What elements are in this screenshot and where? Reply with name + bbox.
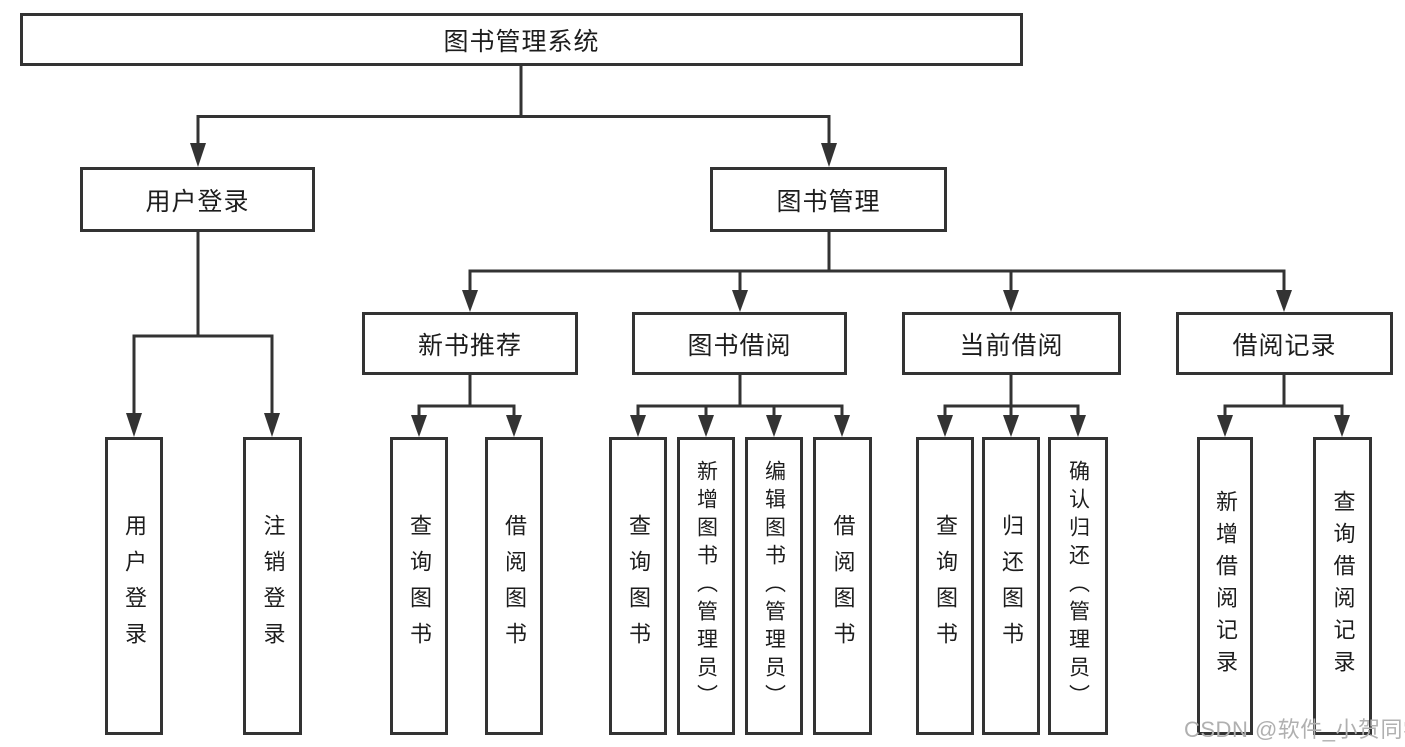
leaf-borrow-books-2-label: 借阅图书 xyxy=(830,514,856,658)
arrowhead xyxy=(1003,290,1019,312)
arrowhead xyxy=(698,415,714,437)
node-book-borrowing-label: 图书借阅 xyxy=(687,331,792,360)
arrowhead xyxy=(1217,415,1233,437)
node-new-book-recommendation-label: 新书推荐 xyxy=(417,331,522,360)
arrowhead xyxy=(506,415,522,437)
leaf-borrow-books-1: 借阅图书 xyxy=(485,437,543,735)
leaf-borrow-books-1-label: 借阅图书 xyxy=(502,514,527,658)
arrowhead xyxy=(834,415,850,437)
leaf-user-login: 用户登录 xyxy=(105,437,163,735)
leaf-query-borrow-record: 查询借阅记录 xyxy=(1313,437,1372,735)
leaf-query-books-3-label: 查询图书 xyxy=(933,514,958,658)
node-book-borrowing: 图书借阅 xyxy=(632,312,847,375)
arrowhead xyxy=(1276,290,1292,312)
leaf-query-books-1-label: 查询图书 xyxy=(407,514,432,658)
leaf-edit-book-admin-label: 编辑图书（管理员） xyxy=(762,460,786,712)
leaf-query-books-2: 查询图书 xyxy=(609,437,667,735)
leaf-confirm-return-admin-label: 确认归还（管理员） xyxy=(1066,460,1090,712)
node-book-management: 图书管理 xyxy=(710,167,947,232)
leaf-confirm-return-admin: 确认归还（管理员） xyxy=(1048,437,1108,735)
leaf-add-book-admin-label: 新增图书（管理员） xyxy=(694,460,718,712)
leaf-return-book: 归还图书 xyxy=(982,437,1040,735)
node-borrowing-records-label: 借阅记录 xyxy=(1232,331,1337,360)
arrowhead xyxy=(462,290,478,312)
leaf-query-books-2-label: 查询图书 xyxy=(626,514,651,658)
arrowhead xyxy=(766,415,782,437)
leaf-edit-book-admin: 编辑图书（管理员） xyxy=(745,437,803,735)
node-user-login: 用户登录 xyxy=(80,167,315,232)
leaf-add-borrow-record-label: 新增借阅记录 xyxy=(1213,490,1238,682)
node-current-borrowing: 当前借阅 xyxy=(902,312,1121,375)
leaf-logout-label: 注销登录 xyxy=(260,514,286,658)
leaf-query-borrow-record-label: 查询借阅记录 xyxy=(1330,490,1356,682)
watermark: CSDN @软件_小贺同学 xyxy=(1184,717,1405,742)
leaf-add-borrow-record: 新增借阅记录 xyxy=(1197,437,1253,735)
leaf-logout: 注销登录 xyxy=(243,437,302,735)
node-root-label: 图书管理系统 xyxy=(443,27,600,56)
node-current-borrowing-label: 当前借阅 xyxy=(959,331,1064,360)
leaf-return-book-label: 归还图书 xyxy=(999,514,1024,658)
arrowhead xyxy=(126,413,142,437)
leaf-add-book-admin: 新增图书（管理员） xyxy=(677,437,735,735)
leaf-borrow-books-2: 借阅图书 xyxy=(813,437,872,735)
arrowhead xyxy=(630,415,646,437)
leaf-query-books-1: 查询图书 xyxy=(390,437,448,735)
node-new-book-recommendation: 新书推荐 xyxy=(362,312,578,375)
arrowhead xyxy=(732,290,748,312)
leaf-query-books-3: 查询图书 xyxy=(916,437,974,735)
arrowhead xyxy=(1070,415,1086,437)
arrowhead xyxy=(264,413,280,437)
leaf-user-login-label: 用户登录 xyxy=(122,514,147,658)
arrowhead xyxy=(821,143,837,167)
arrowhead xyxy=(1003,415,1019,437)
node-borrowing-records: 借阅记录 xyxy=(1176,312,1393,375)
arrowhead xyxy=(1334,415,1350,437)
arrowhead xyxy=(411,415,427,437)
arrowhead xyxy=(937,415,953,437)
node-book-management-label: 图书管理 xyxy=(776,187,881,216)
arrowhead xyxy=(190,143,206,167)
node-root: 图书管理系统 xyxy=(20,13,1023,66)
node-user-login-label: 用户登录 xyxy=(145,187,250,216)
